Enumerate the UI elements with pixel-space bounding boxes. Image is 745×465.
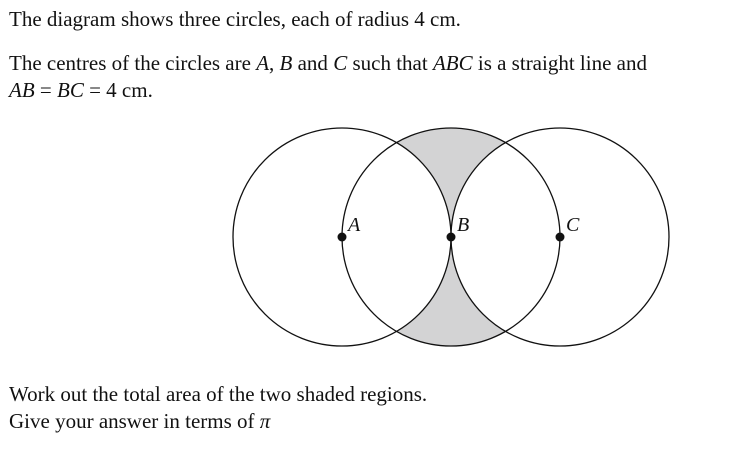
centre-C-ref: C xyxy=(333,51,348,75)
label-A: A xyxy=(346,214,361,236)
centre-A-ref: A xyxy=(256,51,270,75)
task-line2-text: Give your answer in terms of xyxy=(9,409,260,433)
centre-B-point xyxy=(446,232,456,242)
pi-symbol: π xyxy=(259,409,271,433)
intro-text: The diagram shows three circles, each of… xyxy=(9,7,461,31)
label-C: C xyxy=(566,214,580,236)
line-ABC-ref: ABC xyxy=(432,51,473,75)
task-line1: Work out the total area of the two shade… xyxy=(9,382,428,406)
centre-B-ref: B xyxy=(279,51,293,75)
segment-AB-ref: AB xyxy=(9,78,35,102)
centres-text-part3: is a straight line and xyxy=(472,51,647,75)
centres-text-part2: such that xyxy=(347,51,433,75)
equals-2: = 4 cm. xyxy=(83,78,153,102)
centres-text-line2: AB = BC = 4 cm. xyxy=(9,77,153,103)
centres-and: and xyxy=(292,51,334,75)
task-line2: Give your answer in terms of π xyxy=(9,408,270,434)
label-B: B xyxy=(457,214,469,236)
centres-text-line1: The centres of the circles are A, B and … xyxy=(9,50,647,76)
centres-text-part1: The centres of the circles are xyxy=(9,51,257,75)
centres-comma: , xyxy=(269,51,280,75)
centre-C-point xyxy=(555,232,565,242)
centre-A-point xyxy=(337,232,347,242)
equals-1: = xyxy=(34,78,57,102)
segment-BC-ref: BC xyxy=(57,78,84,102)
